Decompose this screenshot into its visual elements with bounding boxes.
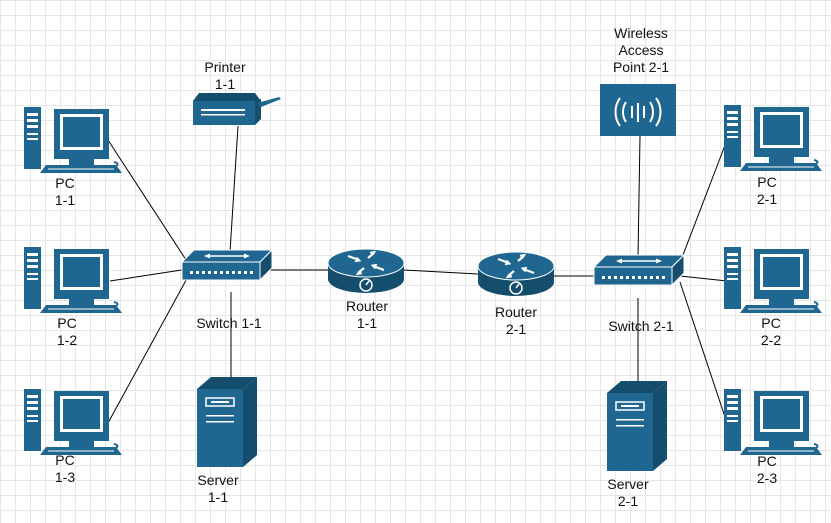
printer-1-1-printer-icon[interactable]	[193, 93, 281, 125]
link-router-1-1-router-2-1	[403, 269, 479, 275]
pc-2-2-desktop-pc-icon[interactable]	[723, 246, 823, 314]
pc-1-2-label: PC 1-2	[56, 315, 78, 348]
connection-lines	[107, 125, 728, 424]
link-pc-1-3-switch-1-1	[107, 272, 191, 424]
pc-2-1-label: PC 2-1	[756, 174, 778, 207]
link-pc-2-1-switch-2-1	[677, 139, 728, 269]
server-1-1-server-icon[interactable]	[196, 376, 258, 468]
link-pc-1-1-switch-1-1	[107, 139, 191, 267]
wap-2-1-label: Wireless Access Point 2-1	[612, 25, 670, 75]
router-1-1-label: Router 1-1	[345, 298, 389, 331]
router-1-1-router-icon[interactable]	[326, 247, 406, 295]
server-2-1-label: Server 2-1	[607, 476, 649, 509]
pc-1-1-desktop-pc-icon[interactable]	[23, 106, 123, 174]
pc-2-3-label: PC 2-3	[756, 453, 778, 486]
link-pc-1-2-switch-1-1	[109, 268, 189, 282]
switch-2-1-label: Switch 2-1	[608, 318, 674, 334]
link-pc-2-2-switch-2-1	[679, 275, 728, 282]
pc-1-3-label: PC 1-3	[54, 452, 76, 485]
pc-1-3-desktop-pc-icon[interactable]	[23, 388, 123, 456]
server-2-1-server-icon[interactable]	[606, 380, 668, 472]
pc-2-2-label: PC 2-2	[760, 315, 782, 348]
router-2-1-router-icon[interactable]	[476, 250, 556, 298]
pc-1-2-desktop-pc-icon[interactable]	[23, 246, 123, 314]
link-printer-1-1-switch-1-1	[229, 125, 239, 253]
pc-2-1-desktop-pc-icon[interactable]	[723, 104, 823, 172]
pc-1-1-label: PC 1-1	[54, 175, 76, 208]
server-1-1-label: Server 1-1	[197, 472, 239, 505]
router-2-1-label: Router 2-1	[494, 304, 538, 337]
switch-2-1-switch-icon[interactable]	[593, 254, 685, 286]
printer-1-1-label: Printer 1-1	[204, 59, 246, 92]
wap-2-1-wireless-access-point-icon[interactable]	[599, 83, 677, 137]
switch-1-1-label: Switch 1-1	[196, 315, 262, 331]
link-pc-2-3-switch-2-1	[679, 281, 728, 424]
switch-1-1-switch-icon[interactable]	[181, 249, 273, 281]
link-wap-2-1-switch-2-1	[637, 135, 641, 258]
pc-2-3-desktop-pc-icon[interactable]	[723, 388, 823, 456]
